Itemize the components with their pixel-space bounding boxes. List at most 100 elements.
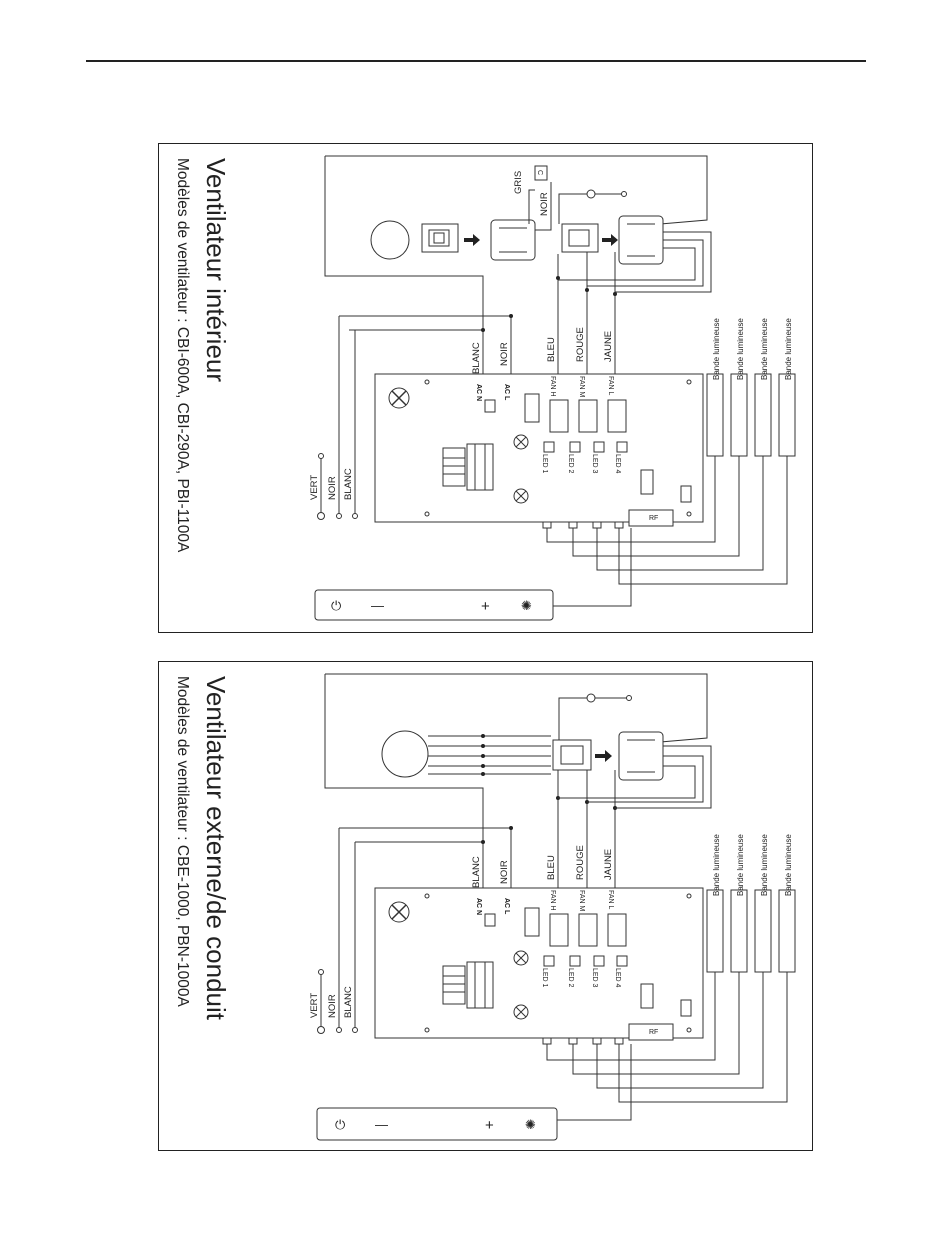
led-connector-4 xyxy=(616,441,628,453)
svg-text:Bande lumineuse: Bande lumineuse xyxy=(712,318,721,380)
svg-text:LED 2: LED 2 xyxy=(567,968,574,988)
light-strip: Bande lumineuse xyxy=(754,318,772,457)
rf-module xyxy=(628,509,674,527)
wiring-diagram-interior: Ventilateur intérieur Modèles de ventila… xyxy=(158,143,813,633)
svg-text:LED 4: LED 4 xyxy=(614,454,621,474)
led-connector-3 xyxy=(593,955,605,967)
housing-outline xyxy=(325,155,708,227)
wire-label-rouge: ROUGE xyxy=(575,845,586,880)
svg-text:Bande lumineuse: Bande lumineuse xyxy=(784,318,793,380)
relay-fan-l xyxy=(607,399,627,433)
fuse xyxy=(524,907,540,937)
rf-chip xyxy=(680,999,692,1017)
svg-text:LED 2: LED 2 xyxy=(567,454,574,474)
capacitor xyxy=(534,165,548,181)
svg-text:AC N: AC N xyxy=(475,384,482,401)
terminal-acn xyxy=(484,399,496,413)
relay-fan-m xyxy=(578,913,598,947)
wire-label-noir: NOIR xyxy=(499,860,510,884)
wiring-diagram-exterior: Ventilateur externe/de conduit Modèles d… xyxy=(158,661,813,1151)
svg-text:LED 3: LED 3 xyxy=(591,454,598,474)
svg-text:LED 1: LED 1 xyxy=(541,968,548,988)
light-strip: Bande lumineuse xyxy=(730,318,748,457)
relay-fan-l xyxy=(607,913,627,947)
light-button[interactable]: ✺ xyxy=(525,1117,536,1132)
relay-fan-m xyxy=(578,399,598,433)
wire-label-gris: GRIS xyxy=(513,171,524,194)
svg-text:LED 1: LED 1 xyxy=(541,454,548,474)
ground-icon xyxy=(586,693,596,703)
arrow-icon xyxy=(595,750,612,762)
rf-chip xyxy=(680,485,692,503)
ground-icon xyxy=(586,189,596,199)
svg-text:Bande lumineuse: Bande lumineuse xyxy=(736,318,745,380)
wire-label-bleu: BLEU xyxy=(546,855,557,880)
diagram-subtitle: Modèles de ventilateur : CBE-1000, PBN-1… xyxy=(174,676,191,1008)
svg-text:LED 3: LED 3 xyxy=(591,968,598,988)
svg-text:FAN H: FAN H xyxy=(549,376,556,397)
svg-text:FAN M: FAN M xyxy=(578,376,585,398)
wire-label-noir: NOIR xyxy=(499,342,510,366)
fuse xyxy=(524,393,540,423)
led-connector-3 xyxy=(593,441,605,453)
light-strip: Bande lumineuse xyxy=(754,834,772,973)
led-connector-4 xyxy=(616,955,628,967)
svg-text:AC L: AC L xyxy=(503,384,510,401)
diagram-title: Ventilateur intérieur xyxy=(201,158,231,382)
svg-text:FAN L: FAN L xyxy=(607,890,614,910)
relay-fan-h xyxy=(549,399,569,433)
power-label-noir: NOIR xyxy=(327,994,338,1018)
transformer xyxy=(442,443,494,491)
power-label-blanc: BLANC xyxy=(343,986,354,1018)
housing-outline xyxy=(325,673,708,745)
led-connector-2 xyxy=(569,955,581,967)
wire-label-blanc: BLANC xyxy=(471,342,482,374)
wire-label-rouge: ROUGE xyxy=(575,327,586,362)
control-keypad xyxy=(316,1107,558,1141)
svg-text:Bande lumineuse: Bande lumineuse xyxy=(712,834,721,896)
terminal-acn xyxy=(484,913,496,927)
fan-down-button[interactable]: — xyxy=(371,598,384,613)
rf-module xyxy=(628,1023,674,1041)
ground-icon xyxy=(317,1026,325,1034)
svg-text:Bande lumineuse: Bande lumineuse xyxy=(736,834,745,896)
svg-text:FAN M: FAN M xyxy=(578,890,585,912)
fan-motor xyxy=(370,220,410,260)
relay-fan-h xyxy=(549,913,569,947)
light-strip: Bande lumineuse xyxy=(778,834,796,973)
led-connector-2 xyxy=(569,441,581,453)
led-connector-1 xyxy=(543,955,555,967)
power-button[interactable]: ⏻ xyxy=(331,598,341,613)
wire-label-noir-motor: NOIR xyxy=(539,192,550,216)
svg-text:Bande lumineuse: Bande lumineuse xyxy=(784,834,793,896)
svg-text:AC L: AC L xyxy=(503,898,510,915)
rf-header xyxy=(640,469,654,495)
harness-connector-female xyxy=(618,215,664,265)
light-strip: Bande lumineuse xyxy=(706,834,724,973)
header-rule xyxy=(86,60,866,62)
light-strip: Bande lumineuse xyxy=(706,318,724,457)
light-button[interactable]: ✺ xyxy=(521,598,532,613)
svg-text:AC N: AC N xyxy=(475,898,482,915)
transformer xyxy=(442,961,494,1009)
control-keypad xyxy=(314,589,554,621)
svg-text:C: C xyxy=(536,170,543,175)
harness-connector-male xyxy=(552,739,592,771)
svg-text:LED 4: LED 4 xyxy=(614,968,621,988)
motor-connector-female xyxy=(490,219,536,261)
led-connector-1 xyxy=(543,441,555,453)
fan-down-button[interactable]: — xyxy=(375,1117,388,1132)
fan-up-button[interactable]: + xyxy=(481,598,490,615)
fan-up-button[interactable]: + xyxy=(485,1117,494,1134)
wire-label-jaune: JAUNE xyxy=(603,849,614,880)
light-strip: Bande lumineuse xyxy=(778,318,796,457)
wire-label-jaune: JAUNE xyxy=(603,331,614,362)
power-label-blanc: BLANC xyxy=(343,468,354,500)
power-button[interactable]: ⏻ xyxy=(335,1117,345,1132)
power-label-vert: VERT xyxy=(309,993,320,1018)
svg-text:Bande lumineuse: Bande lumineuse xyxy=(760,834,769,896)
light-strip: Bande lumineuse xyxy=(730,834,748,973)
svg-text:RF: RF xyxy=(649,515,658,522)
diagram-title: Ventilateur externe/de conduit xyxy=(201,676,231,1021)
svg-text:FAN H: FAN H xyxy=(549,890,556,911)
